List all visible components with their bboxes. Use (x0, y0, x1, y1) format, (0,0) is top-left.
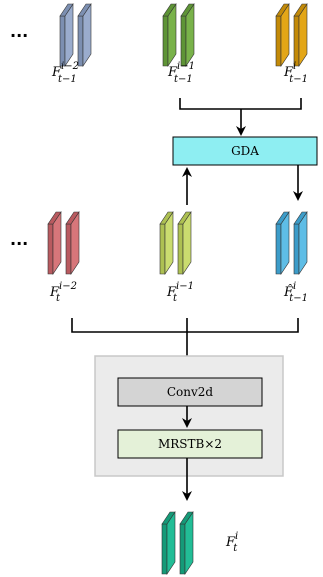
feature-map-output (161, 511, 194, 575)
gda-label: GDA (231, 144, 259, 158)
feature-slab-side (275, 223, 282, 275)
feature-slab-top (161, 511, 176, 525)
feature-slab-side (162, 15, 169, 67)
gda-block: GDA (172, 136, 318, 166)
feature-slab-top (275, 3, 290, 17)
feature-slab-top (275, 211, 290, 225)
feature-slab-side (293, 15, 300, 67)
gda-box (172, 136, 318, 166)
conv2d-label: Conv2d (167, 385, 214, 399)
connector-gda-mid (182, 165, 303, 205)
feature-slab-top (47, 211, 62, 225)
feature-slab-side (293, 223, 300, 275)
feature-slab-side (161, 523, 168, 575)
ellipsis-top: ... (10, 22, 28, 41)
feature-slab-side (177, 223, 184, 275)
feature-slab-top (293, 3, 308, 17)
ellipsis-mid: ... (10, 230, 28, 249)
feature-slab-side (180, 15, 187, 67)
feature-slab-top (159, 211, 174, 225)
feature-slab-side (47, 223, 54, 275)
feature-map-mid-2 (159, 211, 192, 275)
connector-top-to-gda (179, 98, 302, 136)
feature-slab-side (275, 15, 282, 67)
feature-map-top-1 (59, 3, 92, 67)
feature-slab-top (162, 3, 177, 17)
feature-slab-top (180, 3, 195, 17)
conv2d-box (117, 377, 263, 407)
feature-slab-top (65, 211, 80, 225)
feature-slab-side (65, 223, 72, 275)
feature-slab-side (159, 223, 166, 275)
feature-slab-side (179, 523, 186, 575)
mrstb-box (117, 429, 263, 459)
feature-slab-top (59, 3, 74, 17)
processing-block: Conv2d MRSTB×2 (94, 355, 284, 477)
feature-map-mid-1 (47, 211, 80, 275)
feature-slab-side (77, 15, 84, 67)
feature-map-top-2 (162, 3, 195, 67)
feature-slab-top (177, 211, 192, 225)
feature-slab-top (293, 211, 308, 225)
feature-slab-top (77, 3, 92, 17)
feature-slab-side (59, 15, 66, 67)
mrstb-label: MRSTB×2 (158, 437, 222, 451)
feature-map-mid-3 (275, 211, 308, 275)
feature-slab-top (179, 511, 194, 525)
feature-map-top-3 (275, 3, 308, 67)
